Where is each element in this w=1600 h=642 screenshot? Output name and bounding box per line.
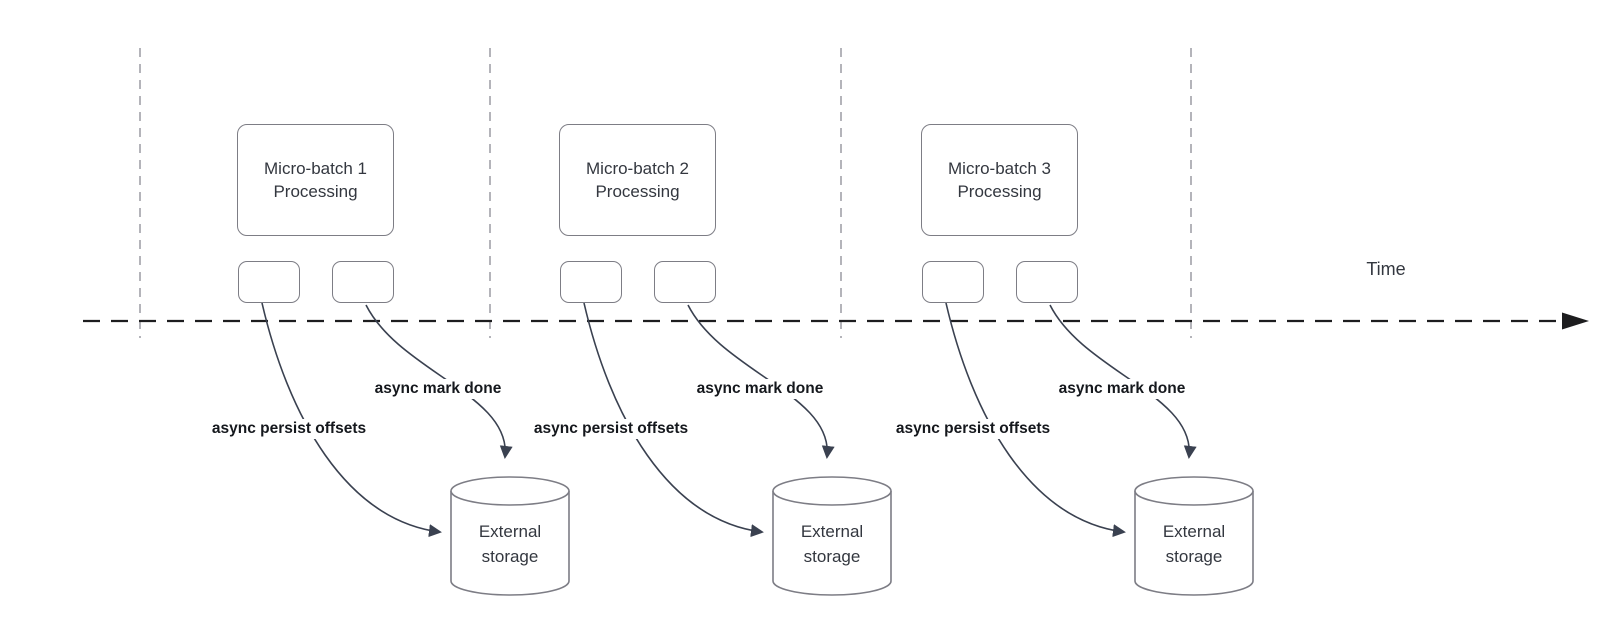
persist-offsets-label-1: async persist offsets [208, 419, 370, 439]
mark-done-label-1: async mark done [371, 379, 505, 399]
external-storage-label-2: External storage [800, 522, 864, 566]
external-storage-label-3: External storage [1162, 522, 1226, 566]
external-storage-label-1: External storage [478, 522, 542, 566]
persist-offsets-label-3: async persist offsets [892, 419, 1054, 439]
time-axis-arrowhead-icon [1562, 312, 1589, 330]
mark-done-label-3: async mark done [1055, 379, 1189, 399]
mark-done-task-box-2 [654, 261, 716, 303]
mark-done-label-2: async mark done [693, 379, 827, 399]
persist-offsets-label-2: async persist offsets [530, 419, 692, 439]
microbatch-1-processing-box: Micro-batch 1 Processing [237, 124, 394, 236]
persist-offsets-task-box-1 [238, 261, 300, 303]
persist-offsets-task-box-2 [560, 261, 622, 303]
mark-done-task-box-1 [332, 261, 394, 303]
persist-offsets-task-box-3 [922, 261, 984, 303]
microbatch-3-processing-box: Micro-batch 3 Processing [921, 124, 1078, 236]
mark-done-task-box-3 [1016, 261, 1078, 303]
microbatch-2-processing-box: Micro-batch 2 Processing [559, 124, 716, 236]
time-axis-label: Time [1366, 259, 1406, 279]
